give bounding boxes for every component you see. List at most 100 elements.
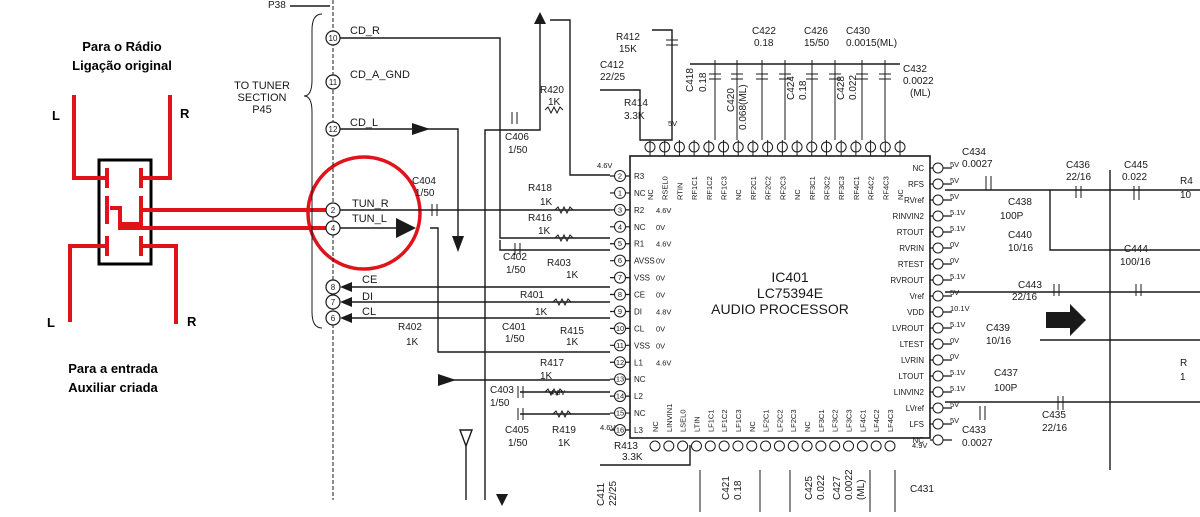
c435-ref: C435 bbox=[1042, 410, 1066, 421]
c411-value: 22/25 bbox=[608, 481, 619, 506]
c436-value: 22/16 bbox=[1066, 172, 1091, 183]
ic-left-pin-name: NC bbox=[634, 223, 646, 232]
ic-left-pin-name: DI bbox=[634, 307, 642, 316]
ic-right-pin-voltage: 5.1V bbox=[950, 368, 965, 377]
ic401-function: AUDIO PROCESSOR bbox=[711, 301, 849, 317]
connector-pin-12: 12 CD_L bbox=[325, 117, 378, 137]
ic-bottom-pin-name: LF1C2 bbox=[720, 409, 729, 432]
annotation-label-top-r: R bbox=[180, 106, 190, 121]
ic-right-pin-name: LVROUT bbox=[892, 324, 924, 333]
ic-top-pin-name: RF3C3 bbox=[837, 176, 846, 200]
c443-value: 22/16 bbox=[1012, 292, 1037, 303]
c420-ref: C420 bbox=[726, 88, 737, 112]
ic-bottom-pin-name: LF3C1 bbox=[817, 409, 826, 432]
c435-symbol bbox=[1057, 396, 1064, 410]
annotation-label-bottom-r: R bbox=[187, 314, 197, 329]
connector-top-ref: P38 bbox=[268, 0, 286, 11]
ic-right-pin-name: RINVIN2 bbox=[892, 212, 924, 221]
ic-left-pin-circle bbox=[614, 203, 626, 216]
ic-right-pin-circle bbox=[932, 162, 944, 174]
ic-left-pin-voltage: 0V bbox=[656, 274, 665, 283]
r417-ref: R417 bbox=[540, 358, 564, 369]
arrow-bottom-2 bbox=[496, 494, 508, 506]
top-cap-plates bbox=[709, 73, 891, 80]
ic-right-pin-circle bbox=[932, 338, 944, 350]
ic-top-pin-name: RF4C1 bbox=[852, 176, 861, 200]
c402-value: 1/50 bbox=[506, 265, 526, 276]
ic-right-pin-circle bbox=[932, 178, 944, 190]
edge-label-r4: R4 bbox=[1180, 176, 1193, 187]
r412-wire bbox=[600, 29, 673, 141]
connector-pin-8-name: CE bbox=[362, 274, 377, 286]
c406-symbol bbox=[511, 112, 518, 124]
arrow-ce bbox=[340, 282, 352, 292]
r416-ref: R416 bbox=[528, 213, 552, 224]
c440-value: 10/16 bbox=[1008, 243, 1033, 254]
ic-left-pin-num: 13 bbox=[616, 375, 624, 384]
r419-symbol bbox=[552, 409, 572, 419]
ic-left-pin-voltage: 0V bbox=[656, 223, 665, 232]
ic-left-pin-num: 14 bbox=[616, 392, 624, 401]
connector-pin-11-num: 11 bbox=[329, 78, 338, 87]
ic-bottom-pin-circle bbox=[856, 440, 868, 452]
c437-value: 100P bbox=[994, 383, 1018, 394]
red-wire-top-r bbox=[139, 95, 172, 180]
ic-right-pin-circle bbox=[932, 386, 944, 398]
c422-ref: C422 bbox=[752, 26, 776, 37]
c404-value: 1/50 bbox=[415, 188, 435, 199]
ic-left-pin-num: 9 bbox=[618, 307, 622, 316]
c425-ref: C425 bbox=[804, 476, 815, 500]
ic-left-pin-circle bbox=[614, 237, 626, 250]
ic-bottom-pin-name: LF4C1 bbox=[858, 409, 867, 432]
ic-left-pin-name: CL bbox=[634, 324, 645, 333]
ic-top-pin-name: RTIN bbox=[675, 183, 684, 200]
ic-right-pin-voltage: 0V bbox=[950, 336, 959, 345]
c411-ref: C411 bbox=[596, 482, 607, 506]
c421-value: 0.18 bbox=[733, 480, 744, 500]
c401-value: 1/50 bbox=[505, 334, 525, 345]
ic-bottom-pin-circle bbox=[663, 440, 675, 452]
r420-value: 1K bbox=[548, 97, 561, 108]
ic-left-pin-num: 10 bbox=[616, 324, 624, 333]
ic-bottom-pin-name: LF4C2 bbox=[872, 409, 881, 432]
c412-ref: C412 bbox=[600, 60, 624, 71]
edge-label-10: 10 bbox=[1180, 190, 1192, 201]
ic401-body bbox=[629, 155, 931, 439]
ic-right-pin-circle bbox=[932, 258, 944, 270]
c403-symbol bbox=[517, 386, 524, 398]
red-wire-bottom-r bbox=[139, 244, 178, 324]
ic-bottom-pin-name: LF3C3 bbox=[845, 409, 854, 432]
voltage-marker-5: 5V bbox=[668, 119, 677, 128]
c404-ref: C404 bbox=[412, 176, 436, 187]
red-wire-top-l bbox=[72, 95, 109, 180]
ic-left-pin-name: VSS bbox=[634, 274, 650, 283]
c422-value: 0.18 bbox=[754, 38, 774, 49]
c436-ref: C436 bbox=[1066, 160, 1090, 171]
connector-pin-4: 4 TUN_L bbox=[325, 213, 387, 236]
ic-left-pin-name: R2 bbox=[634, 206, 645, 215]
ic-top-pin-name: RSEL0 bbox=[661, 176, 670, 200]
c426-value: 15/50 bbox=[804, 38, 829, 49]
connector-pin-6-name: CL bbox=[362, 306, 376, 318]
ic-left-pin-circle bbox=[614, 339, 626, 352]
c432-ref: C432 bbox=[903, 64, 927, 75]
arrow-top bbox=[534, 12, 546, 24]
r414-ref: R414 bbox=[624, 98, 648, 109]
r418-ref: R418 bbox=[528, 183, 552, 194]
ic-right-pin-circle bbox=[932, 322, 944, 334]
c402-symbol bbox=[514, 243, 521, 255]
r401-symbol bbox=[552, 297, 572, 307]
c435-value: 22/16 bbox=[1042, 423, 1067, 434]
ic-left-pin-circle bbox=[614, 407, 626, 420]
c440-ref: C440 bbox=[1008, 230, 1032, 241]
ic-left-pin-voltage: 0V bbox=[656, 291, 665, 300]
voltage-marker-4: 4.9V bbox=[912, 441, 927, 450]
c405-symbol bbox=[517, 408, 524, 420]
r412-cap bbox=[666, 39, 678, 46]
connector-pin-7-name: DI bbox=[362, 291, 373, 303]
c439-ref: C439 bbox=[986, 323, 1010, 334]
ic-left-pin-num: 5 bbox=[618, 239, 622, 248]
c421-ref: C421 bbox=[721, 476, 732, 500]
c406-ref: C406 bbox=[505, 132, 529, 143]
